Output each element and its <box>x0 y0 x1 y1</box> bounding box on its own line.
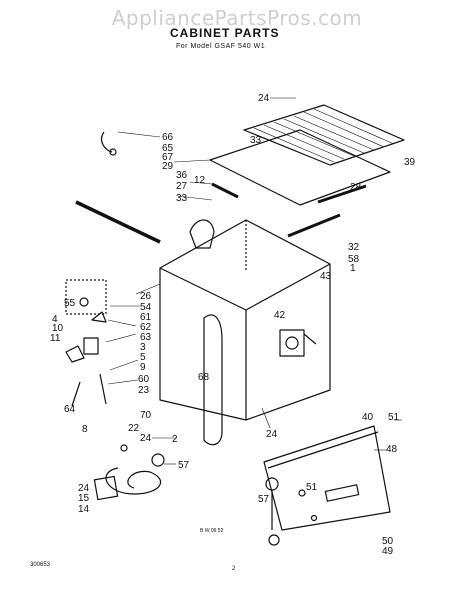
callout: 57 <box>178 460 190 471</box>
clip-11 <box>65 345 85 363</box>
callout: 24 <box>266 429 278 440</box>
front-rail <box>287 213 341 238</box>
callout: 60 <box>138 374 150 385</box>
side-strip <box>75 200 161 244</box>
callout: 67 <box>162 152 174 163</box>
top-frame <box>209 129 391 206</box>
callout: 24 <box>78 483 90 494</box>
page-subtitle: For Model GSAF 540 W1 <box>176 43 266 50</box>
callout: 51 <box>388 412 400 423</box>
callout: 22 <box>128 423 140 434</box>
callout: 15 <box>78 493 90 504</box>
callout: 4 <box>52 314 58 325</box>
callout: 49 <box>382 546 394 557</box>
panel-55 <box>65 279 107 315</box>
watermark: AppliancePartsPros.com <box>111 6 363 30</box>
callout: 57 <box>258 494 270 505</box>
callout: 14 <box>78 504 90 515</box>
callout: 50 <box>382 536 394 547</box>
callout: 55 <box>64 298 76 309</box>
callout: 54 <box>140 302 152 313</box>
terminal-block <box>93 475 119 501</box>
callout: 26 <box>140 291 152 302</box>
top-rail <box>211 182 239 199</box>
callout: 58 <box>348 254 360 265</box>
page-number: 2 <box>232 566 236 572</box>
callout: 66 <box>162 132 174 143</box>
page-title: CABINET PARTS <box>170 26 280 40</box>
callout: 70 <box>140 410 152 421</box>
diagram-code: B W 09 52 <box>200 528 224 534</box>
callout: 39 <box>404 157 416 168</box>
callout: 63 <box>140 332 152 343</box>
callout: 51 <box>306 482 318 493</box>
motor-bracket <box>279 329 317 357</box>
callout: 23 <box>138 385 150 396</box>
callout: 29 <box>162 161 174 172</box>
callout-labels: 24 66 65 67 29 33 36 12 27 33 39 28 32 5… <box>50 93 416 557</box>
front-panel-slot <box>324 484 360 502</box>
callout: 9 <box>140 362 146 373</box>
callout: 12 <box>194 175 206 186</box>
footer-code: 300653 <box>30 562 51 568</box>
callout: 40 <box>362 412 374 423</box>
callout: 27 <box>176 181 188 192</box>
mounting-bracket <box>189 219 215 249</box>
rear-rail <box>317 184 367 204</box>
callout: 42 <box>274 310 286 321</box>
callout: 8 <box>82 424 88 435</box>
callout: 32 <box>348 242 360 253</box>
callout: 10 <box>52 323 64 334</box>
callout: 33 <box>176 193 188 204</box>
callout: 24 <box>258 93 270 104</box>
clip-10 <box>83 337 99 355</box>
callout: 33 <box>250 135 262 146</box>
callout: 36 <box>176 170 188 181</box>
callout: 28 <box>350 182 362 193</box>
front-panel <box>263 425 391 531</box>
callout: 43 <box>320 271 332 282</box>
callout: 24 <box>140 433 152 444</box>
side-opening <box>203 314 223 446</box>
callout: 65 <box>162 143 174 154</box>
callout: 64 <box>64 404 76 415</box>
hose-assembly <box>105 467 162 495</box>
callout: 2 <box>172 434 178 445</box>
callout: 11 <box>50 333 61 344</box>
callout: 5 <box>140 352 146 363</box>
callout: 1 <box>350 263 356 274</box>
top-panel <box>243 104 405 166</box>
callout: 68 <box>198 372 210 383</box>
callout: 48 <box>386 444 398 455</box>
callout: 3 <box>140 342 146 353</box>
cabinet <box>159 219 331 421</box>
callout: 61 <box>140 312 152 323</box>
callout: 62 <box>140 322 152 333</box>
